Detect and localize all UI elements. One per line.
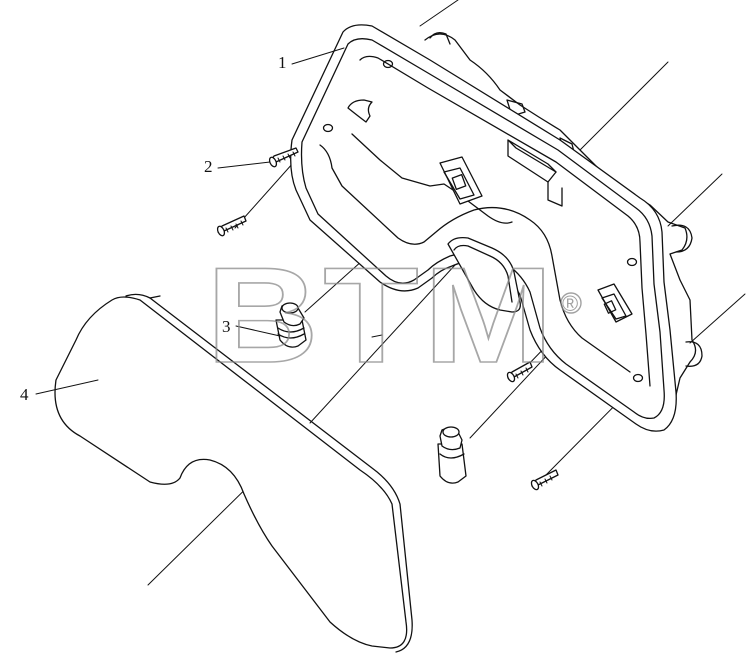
instrument-housing — [290, 24, 703, 432]
bulb-socket-left — [275, 302, 307, 348]
screw-center-right — [506, 361, 533, 383]
callout-2: 2 — [204, 157, 213, 176]
registered-mark-circle — [560, 292, 582, 314]
screw-mid-left — [216, 215, 247, 237]
callout-3: 3 — [222, 317, 231, 336]
screw-lower-right — [530, 469, 559, 491]
watermark-text: BTM — [206, 239, 558, 391]
screw-upper-left — [268, 147, 299, 168]
btm-watermark: BTM ® — [205, 238, 582, 392]
registered-mark: ® — [562, 291, 578, 316]
leader-1 — [291, 47, 345, 65]
leader-4 — [35, 379, 99, 395]
callout-1: 1 — [278, 53, 287, 72]
leader-2 — [217, 161, 271, 169]
bulb-socket-right — [437, 426, 467, 484]
callout-leaders — [35, 47, 345, 395]
protective-lens — [54, 293, 413, 653]
callout-4: 4 — [20, 385, 29, 404]
leader-3 — [235, 325, 281, 337]
